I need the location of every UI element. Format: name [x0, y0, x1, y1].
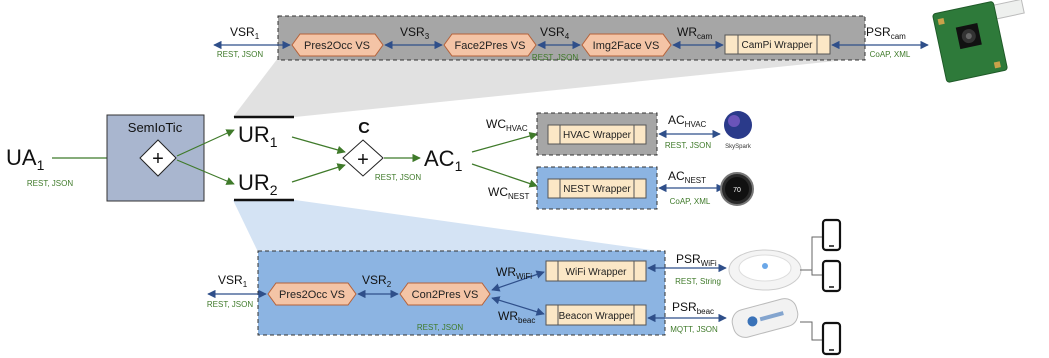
pres2occ-vs-bottom[interactable]: [267, 282, 357, 306]
wifi-wrapper-label: WiFi Wrapper: [566, 267, 628, 278]
wchvac-label: WCHVAC: [486, 117, 528, 133]
wifi-phones-bracket-bottom: [811, 270, 822, 276]
c-plus-diamond: [342, 139, 384, 177]
img2face-vs-top-label: Img2Face VS: [593, 40, 660, 52]
semiotic-title: SemIoTic: [128, 120, 183, 135]
wrcam-label: WRcam: [677, 25, 712, 41]
ua1-protocol: REST, JSON: [27, 179, 73, 188]
c-plus: +: [357, 149, 369, 171]
pres2occ-vs-top-label: Pres2Occ VS: [304, 40, 370, 52]
top-left-protocol: REST, JSON: [217, 50, 263, 59]
arrow-wrwifi: [491, 270, 545, 292]
skyspark-lettering: SkySpark: [725, 144, 752, 150]
face2pres-vs-top-label: Face2Pres VS: [455, 40, 526, 52]
con2pres-vs-label: Con2Pres VS: [412, 289, 479, 301]
c-protocol: REST, JSON: [375, 173, 421, 182]
psrcam-label: PSRcam: [866, 25, 906, 41]
pres2occ-vs-bottom-label: Pres2Occ VS: [279, 289, 345, 301]
arrow-to-ur2: [176, 159, 235, 185]
ac1-label: AC1: [424, 146, 463, 174]
arrow-ac1-to-nest: [471, 163, 538, 188]
arrow-to-ur1: [176, 129, 235, 157]
ur1-label: UR1: [238, 122, 278, 150]
vsr1-bottom-label: VSR1: [218, 273, 248, 289]
wrbeac-label: WRbeac: [498, 309, 535, 325]
arrow-wrbeac: [491, 296, 545, 316]
img2face-vs-top[interactable]: [581, 33, 672, 57]
nest-wrapper[interactable]: [547, 178, 647, 199]
achvac-label: ACHVAC: [668, 113, 707, 129]
face2pres-vs-top[interactable]: [443, 33, 537, 57]
beacon-wrapper-label: Beacon Wrapper: [559, 311, 635, 322]
vsr2-label: VSR2: [362, 273, 392, 289]
smartphone-icon: [821, 259, 842, 293]
con2pres-vs[interactable]: [399, 282, 491, 306]
wrwifi-label: WRWiFi: [496, 265, 532, 281]
beacon-wrapper[interactable]: [545, 304, 647, 326]
nest-thermostat-icon: 70: [720, 172, 754, 206]
semiotic-plus: +: [152, 148, 164, 170]
hvac-protocol: REST, JSON: [665, 141, 711, 150]
nest-thermostat-temp: 70: [733, 187, 741, 194]
semiotic-plus-diamond: [139, 139, 177, 177]
arrow-ur1-to-c: [291, 136, 346, 154]
wifi-wrapper[interactable]: [545, 260, 647, 282]
wifi-access-point-icon: [728, 249, 802, 291]
vsr3-label: VSR3: [400, 25, 430, 41]
arrow-ur2-to-c: [291, 163, 346, 183]
ur2-label: UR2: [238, 170, 278, 198]
campi-wrapper[interactable]: [724, 34, 831, 55]
vsr4-label: VSR4: [540, 25, 570, 41]
hvac-wrapper-label: HVAC Wrapper: [563, 130, 632, 141]
wifi-phones-bracket: [800, 236, 822, 271]
vsr1-top-label: VSR1: [230, 25, 260, 41]
beacon-protocol: MQTT, JSON: [670, 325, 718, 334]
top-right-protocol: CoAP, XML: [870, 50, 911, 59]
psrbeac-label: PSRbeac: [672, 300, 714, 316]
campi-wrapper-label: CamPi Wrapper: [742, 40, 814, 51]
psrwifi-label: PSRWiFi: [676, 252, 717, 268]
beacon-phone-bracket: [800, 321, 822, 341]
wcnest-label: WCNEST: [488, 185, 529, 201]
beacon-device-icon: [731, 298, 799, 338]
raspberry-pi-camera-icon: [932, 0, 1025, 83]
top-virtual-sensor-panel: Pres2Occ VS Face2Pres VS Img2Face VS Cam…: [277, 15, 866, 62]
nest-protocol: CoAP, XML: [670, 197, 711, 206]
bottom-panel-protocol: REST, JSON: [417, 323, 463, 332]
bottom-zoom-highlight: [233, 200, 665, 252]
wifi-protocol: REST, String: [675, 277, 721, 286]
nest-wrapper-label: NEST Wrapper: [563, 184, 631, 195]
pres2occ-vs-top[interactable]: [291, 33, 384, 57]
c-label: C: [358, 120, 370, 137]
bottom-left-protocol: REST, JSON: [207, 300, 253, 309]
smartphone-icon: [821, 321, 842, 356]
ua1-label: UA1: [6, 145, 45, 173]
smartphone-icon: [821, 218, 842, 252]
top-zoom-highlight: [233, 58, 865, 117]
top-panel-protocol: REST, JSON: [532, 53, 578, 62]
skyspark-logo-icon: SkySpark: [724, 111, 752, 150]
acnest-label: ACNEST: [668, 169, 706, 185]
bottom-virtual-sensor-panel: Pres2Occ VS Con2Pres VS WiFi Wrapper Bea…: [257, 250, 666, 336]
hvac-wrapper[interactable]: [547, 124, 647, 145]
arrow-ac1-to-hvac: [471, 131, 538, 153]
